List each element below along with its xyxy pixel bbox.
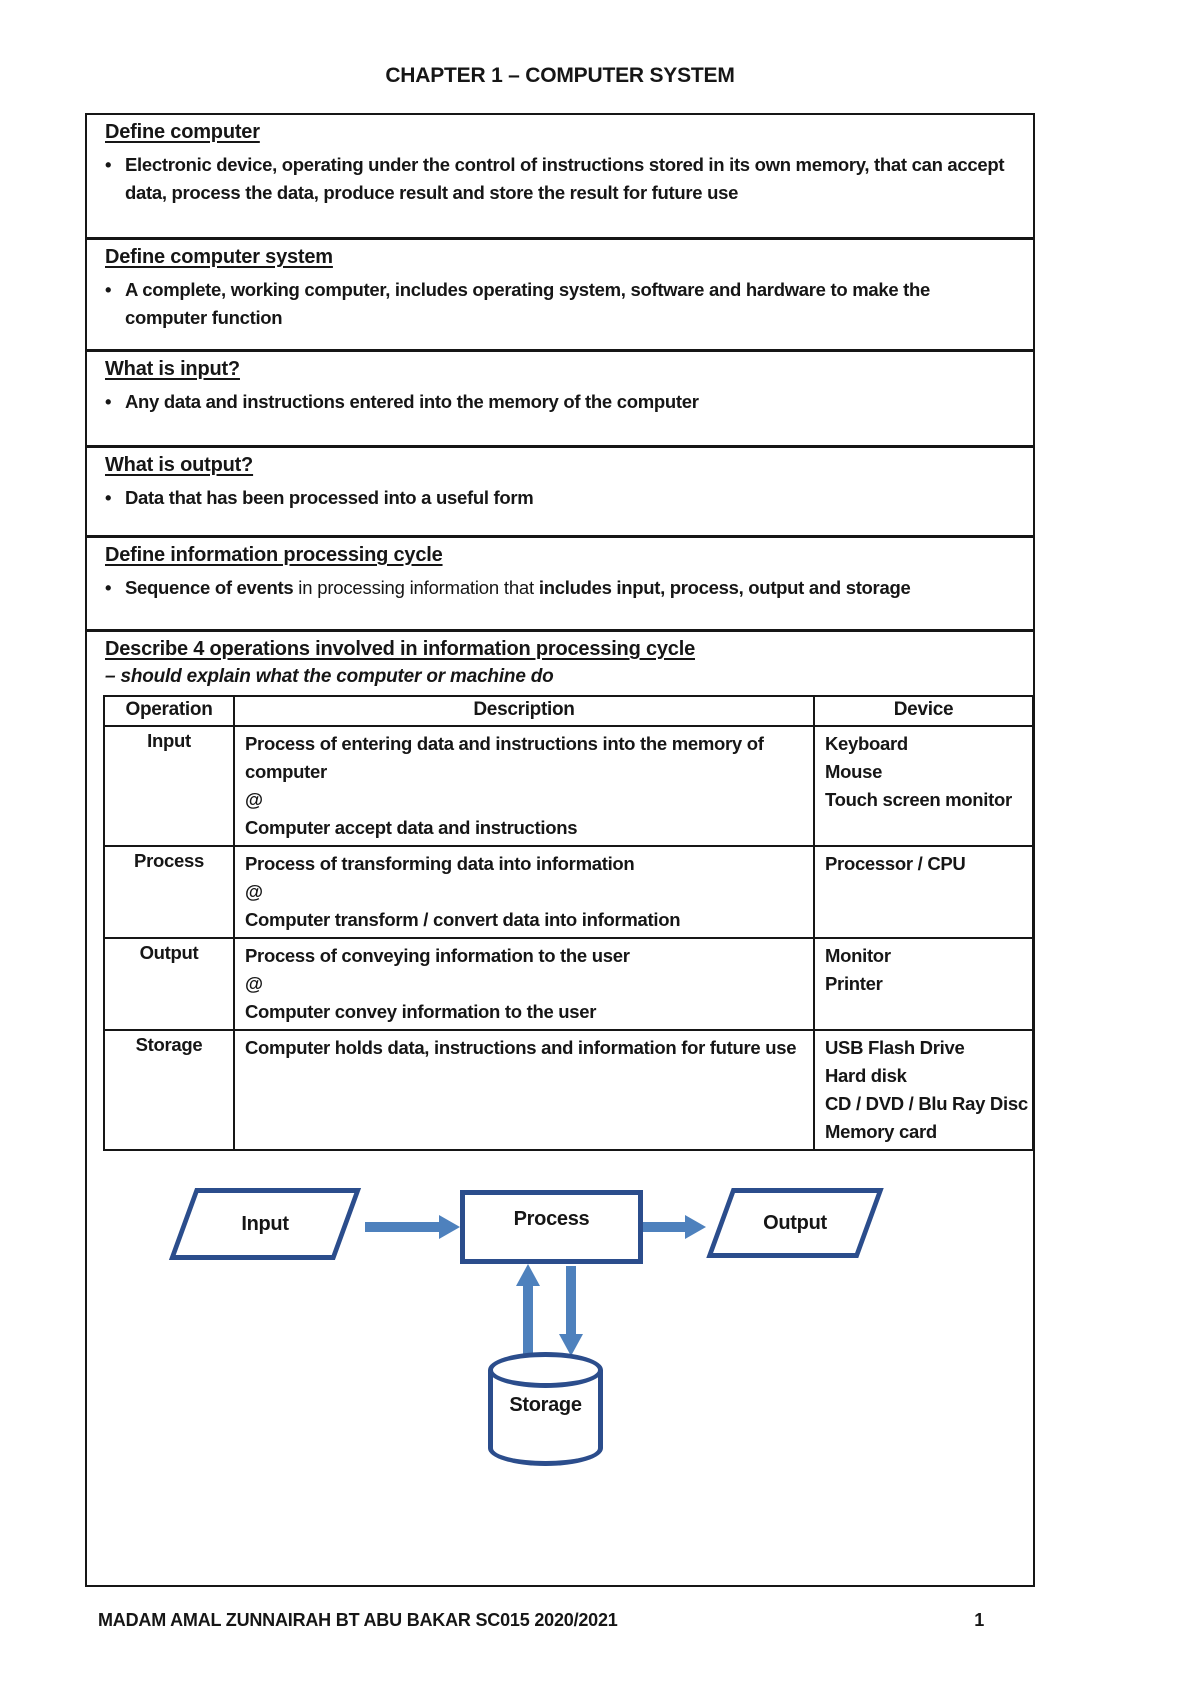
page-title: CHAPTER 1 – COMPUTER SYSTEM [385,64,735,87]
bullet-item: Sequence of events in processing informa… [105,574,1019,602]
footer-author: MADAM AMAL ZUNNAIRAH BT ABU BAKAR SC015 … [98,1610,618,1630]
table-row-storage: Storage Computer holds data, instruction… [103,1029,1033,1151]
arrowhead-right-icon [685,1215,706,1239]
diagram-node-storage: Storage [488,1352,603,1466]
section-four-operations: Describe 4 operations involved in inform… [87,632,1033,1575]
information-processing-cycle-diagram: Input Process Output Storage [87,1188,1033,1488]
section-what-is-input: What is input? Any data and instructions… [87,352,1033,448]
bullet-item: Any data and instructions entered into t… [105,388,1019,416]
operations-table-header-row: Operation Description Device [103,695,1033,727]
operation-cell: Input [103,725,235,847]
diagram-node-input: Input [168,1188,362,1260]
operation-cell: Storage [103,1029,235,1151]
description-cell: Process of entering data and instruction… [233,725,815,847]
device-cell: Keyboard Mouse Touch screen monitor [813,725,1033,847]
section-heading: What is output? [105,454,254,476]
section-define-computer-system: Define computer system A complete, worki… [87,240,1033,352]
content-outline-box: Define computer Electronic device, opera… [85,113,1035,1587]
bullet-item: Data that has been processed into a usef… [105,484,1019,512]
section-subheading: – should explain what the computer or ma… [105,666,554,687]
diagram-node-process: Process [460,1190,643,1264]
arrowhead-down-icon [559,1334,583,1356]
table-row-input: Input Process of entering data and instr… [103,725,1033,847]
section-heading: What is input? [105,358,240,380]
bullet-bold-text: includes input, process, output and stor… [538,577,911,598]
column-header-operation: Operation [103,695,235,727]
diagram-node-label: Storage [509,1394,582,1416]
operation-cell: Output [103,937,235,1031]
operations-table: Operation Description Device Input Proce… [103,695,1033,1151]
table-row-process: Process Process of transforming data int… [103,845,1033,939]
description-cell: Process of transforming data into inform… [233,845,815,939]
section-define-information-processing-cycle: Define information processing cycle Sequ… [87,538,1033,632]
section-heading: Define computer system [105,246,333,268]
section-heading: Define computer [105,121,260,143]
diagram-node-output: Output [705,1188,885,1258]
column-header-device: Device [813,695,1033,727]
arrow-process-to-output [643,1215,706,1239]
section-what-is-output: What is output? Data that has been proce… [87,448,1033,538]
bullet-normal-text: in processing information that [293,577,539,598]
arrow-process-to-storage [566,1266,576,1335]
bullet-bold-text: Sequence of events [125,577,294,598]
diagram-node-label: Output [763,1211,827,1234]
section-heading: Describe 4 operations involved in inform… [105,638,695,660]
arrow-storage-to-process [523,1285,533,1355]
device-cell: Processor / CPU [813,845,1033,939]
operation-cell: Process [103,845,235,939]
table-row-output: Output Process of conveying information … [103,937,1033,1031]
section-define-computer: Define computer Electronic device, opera… [87,115,1033,240]
device-cell: Monitor Printer [813,937,1033,1031]
bullet-item: A complete, working computer, includes o… [105,276,1019,332]
diagram-node-label: Process [513,1207,590,1230]
column-header-description: Description [233,695,815,727]
description-cell: Process of conveying information to the … [233,937,815,1031]
arrowhead-up-icon [516,1264,540,1286]
description-cell: Computer holds data, instructions and in… [233,1029,815,1151]
arrowhead-right-icon [439,1215,460,1239]
storage-cylinder-top [488,1352,603,1388]
page-footer: MADAM AMAL ZUNNAIRAH BT ABU BAKAR SC015 … [98,1610,984,1631]
diagram-node-label: Input [241,1212,289,1235]
section-heading: Define information processing cycle [105,544,443,566]
page-number: 1 [974,1610,984,1630]
device-cell: USB Flash Drive Hard disk CD / DVD / Blu… [813,1029,1033,1151]
storage-cylinder-body [488,1370,603,1466]
arrow-input-to-process [365,1215,460,1239]
bullet-item: Electronic device, operating under the c… [105,151,1019,207]
